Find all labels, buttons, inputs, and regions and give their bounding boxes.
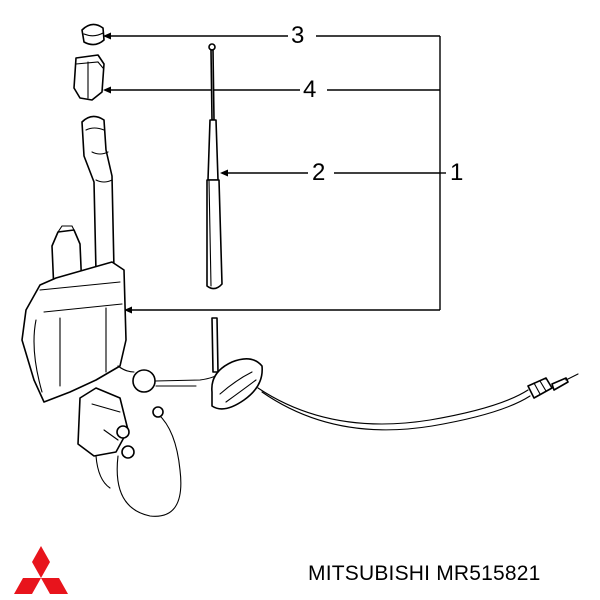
callout-1: 1 (450, 159, 464, 186)
callout-4: 4 (303, 76, 317, 103)
callout-3: 3 (291, 22, 305, 49)
part-4-nut (73, 54, 105, 101)
callout-lines (103, 32, 446, 314)
callout-2: 2 (312, 159, 326, 186)
mitsubishi-logo-icon (14, 546, 68, 594)
part-1-motor-assembly (21, 115, 182, 517)
cable-and-grommet (117, 317, 579, 431)
part-2-mast (206, 43, 223, 290)
part-number-label: MITSUBISHI MR515821 (308, 562, 541, 585)
part-3-cap (81, 23, 105, 46)
